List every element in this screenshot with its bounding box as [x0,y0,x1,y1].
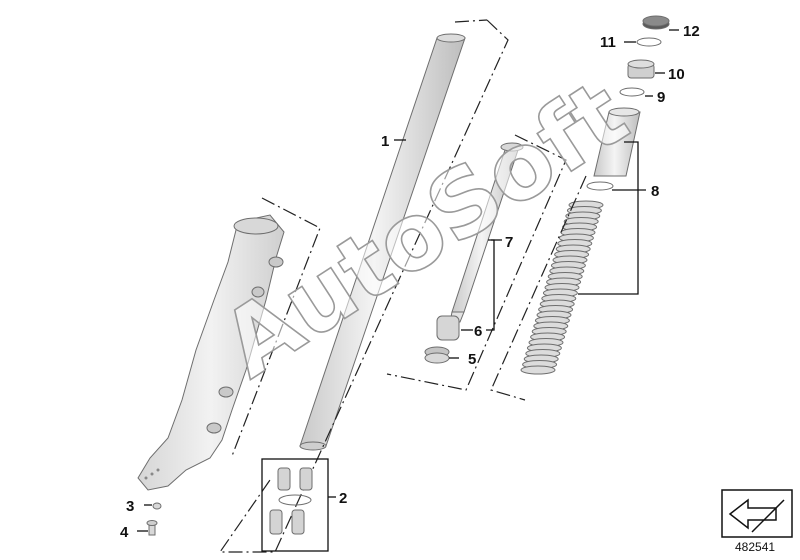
o-ring-part [619,87,645,97]
group-bracket-8 [578,141,639,295]
leader-lines [137,29,679,532]
assembly-dash-frame-spring [490,175,587,401]
callout-12: 12 [683,23,700,40]
assembly-dash-frame-1 [218,19,509,553]
circlip-part [636,37,662,47]
group-box [261,458,329,552]
callout-8: 8 [651,183,659,200]
assembly-dash-frame-damper [386,134,567,391]
washer-part [152,502,162,510]
callout-2: 2 [339,490,347,507]
guide-ring-part [424,346,450,364]
callout-6: 6 [474,323,482,340]
spring-coil [520,365,556,375]
navigation-arrow-icon [721,489,793,538]
callout-10: 10 [668,66,685,83]
spring-part [520,200,604,375]
callout-9: 9 [657,89,665,106]
dash-segment [454,19,488,23]
assembly-dash-frame-slider [231,197,321,457]
callout-4: 4 [120,524,129,541]
callout-7: 7 [505,234,513,251]
bushing-set-part [261,458,329,552]
callout-5: 5 [468,351,476,368]
screw-part [146,520,158,536]
cap-part [642,15,670,30]
callout-11: 11 [600,34,616,51]
fork-slider-part [137,214,285,491]
damper-piston-part [436,315,460,341]
reference-number: 482541 [735,540,776,554]
callout-1: 1 [381,133,389,150]
nut-part [627,59,655,79]
spacer-tube-part [586,107,641,191]
fork-tube-part [299,33,466,451]
callout-3: 3 [126,498,134,515]
